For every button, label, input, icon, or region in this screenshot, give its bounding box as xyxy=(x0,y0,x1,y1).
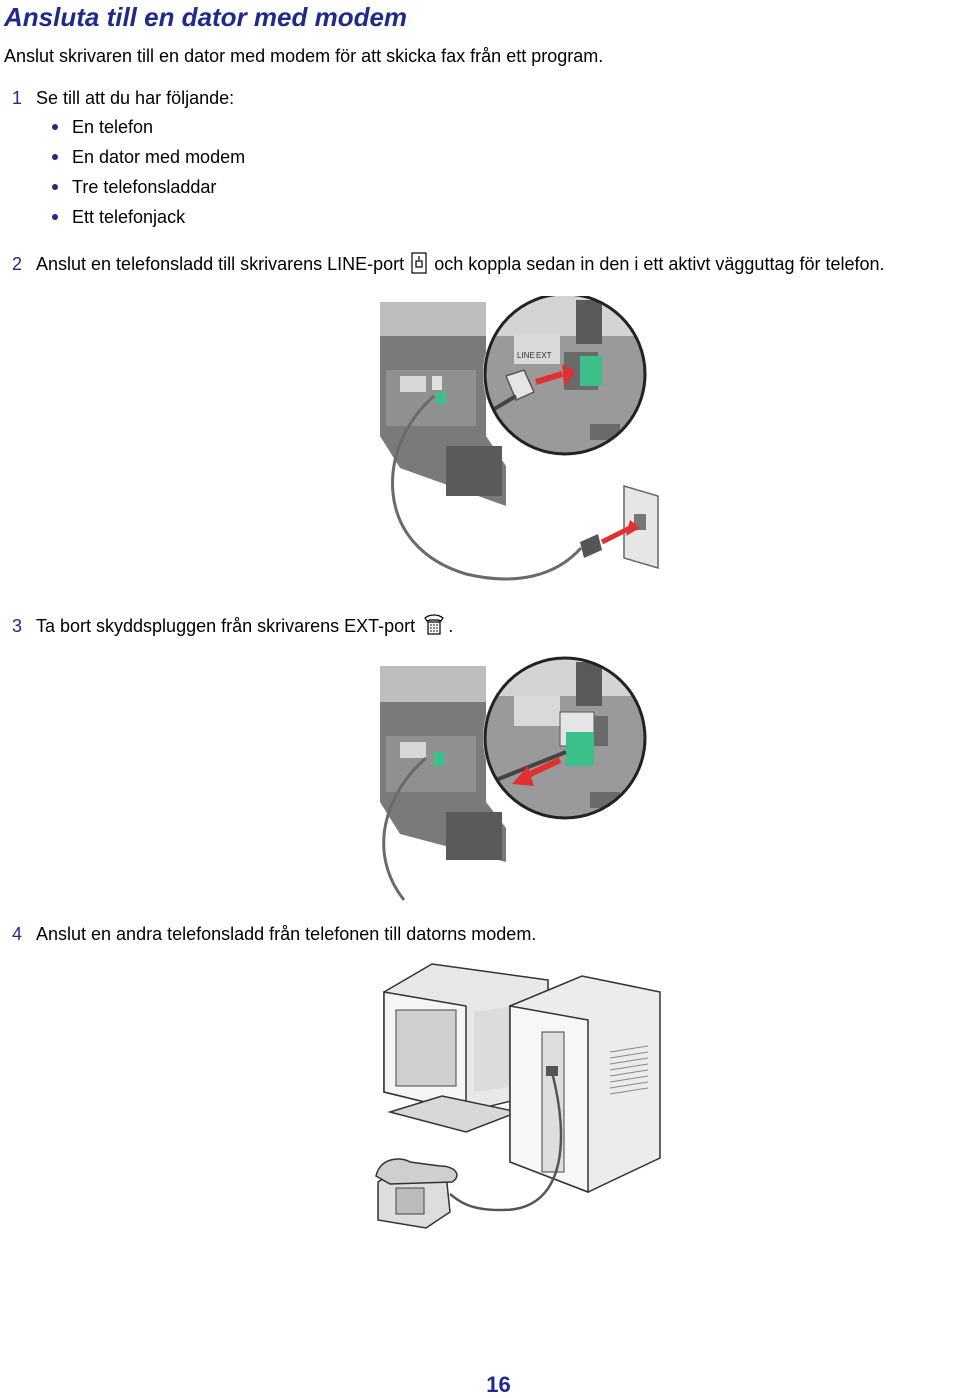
page-number: 16 xyxy=(486,1372,511,1397)
step-number: 3 xyxy=(12,616,23,636)
step-text: Se till att du har följande: xyxy=(36,88,235,108)
step-text: . xyxy=(448,616,454,636)
computer-tower-illustration xyxy=(509,975,661,1194)
step-3: 3 Ta bort skyddspluggen från skrivarens E… xyxy=(12,612,453,637)
step-text: Anslut en andra telefonsladd från telefo… xyxy=(36,924,537,944)
zoom-detail-illustration: LINE EXT xyxy=(483,296,647,456)
monitor-illustration xyxy=(383,963,549,1133)
list-item: En telefon xyxy=(52,116,245,146)
zoom-detail-illustration xyxy=(483,656,647,820)
arrow-icon xyxy=(535,371,563,385)
step-2: 2 Anslut en telefonsladd till skrivarens … xyxy=(12,252,885,275)
ext-port-icon xyxy=(424,614,445,635)
arrow-icon xyxy=(600,525,632,545)
phone-cable xyxy=(391,394,583,581)
bullet-icon xyxy=(52,214,58,220)
page-title: Ansluta till en dator med modem xyxy=(4,2,408,32)
line-port-icon xyxy=(411,252,427,274)
printer-back-illustration xyxy=(380,666,506,862)
figure-ext-port-plug xyxy=(380,656,647,901)
phone-cable xyxy=(382,756,427,901)
bullet-icon xyxy=(52,154,58,160)
bullet-icon xyxy=(52,124,58,130)
step-number: 2 xyxy=(12,254,23,274)
arrow-head-icon xyxy=(512,766,534,786)
printer-back-illustration xyxy=(380,302,506,506)
ext-label: EXT xyxy=(536,351,552,360)
arrow-head-icon xyxy=(562,364,576,386)
step-4: 4 Anslut en andra telefonsladd från telef… xyxy=(12,924,536,945)
step-text: och koppla sedan in den i ett aktivt väg… xyxy=(434,254,885,274)
step-text: Ta bort skyddspluggen från skrivarens EX… xyxy=(36,616,416,636)
list-item: En dator med modem xyxy=(52,146,245,176)
telephone-illustration xyxy=(375,1158,458,1229)
wall-jack-illustration xyxy=(580,484,659,570)
line-label: LINE xyxy=(517,351,535,360)
intro-text: Anslut skrivaren till en dator med modem… xyxy=(4,46,604,66)
figure-computer-phone xyxy=(375,963,661,1229)
step-text: Anslut en telefonsladd till skrivarens L… xyxy=(36,254,405,274)
figure-line-port-connection: LINE EXT xyxy=(380,296,659,581)
phone-cable xyxy=(449,1071,563,1212)
arrow-icon xyxy=(524,757,562,779)
list-item: Ett telefonjack xyxy=(52,206,245,236)
step-1: 1 Se till att du har följande: xyxy=(12,88,234,109)
list-item: Tre telefonsladdar xyxy=(52,176,245,206)
step-number: 4 xyxy=(12,924,23,944)
arrow-head-icon xyxy=(626,520,640,536)
bullet-icon xyxy=(52,184,58,190)
step-number: 1 xyxy=(12,88,23,108)
requirements-list: En telefon En dator med modem Tre telefo… xyxy=(52,116,245,236)
